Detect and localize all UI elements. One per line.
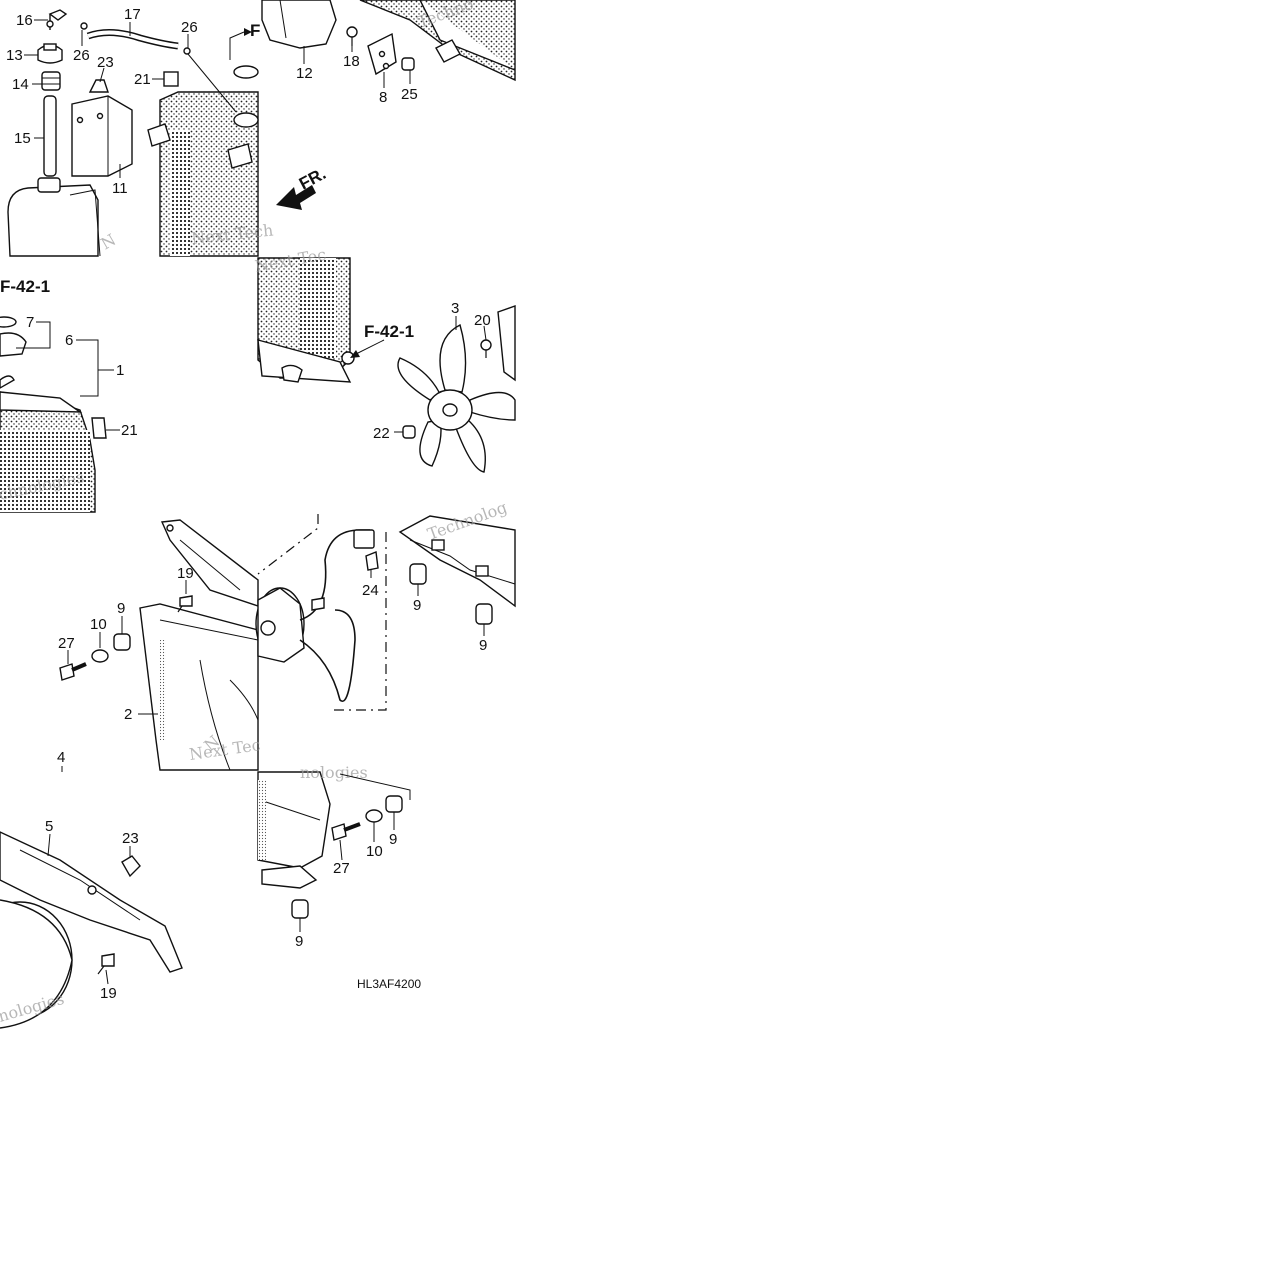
callout-17: 17 — [124, 6, 141, 23]
callout-19: 19 — [100, 985, 117, 1002]
callout-9: 9 — [389, 831, 397, 848]
reference-label: F-42-1 — [364, 322, 414, 341]
callout-16: 16 — [16, 12, 33, 29]
callout-20: 20 — [474, 312, 491, 329]
watermark: nologies — [300, 763, 368, 782]
callout-21: 21 — [121, 422, 138, 439]
callout-19: 19 — [177, 565, 194, 582]
callout-5: 5 — [45, 818, 53, 835]
callout-23: 23 — [122, 830, 139, 847]
callout-27: 27 — [58, 635, 75, 652]
callout-10: 10 — [366, 843, 383, 860]
callout-4: 4 — [57, 749, 65, 766]
callout-9: 9 — [117, 600, 125, 617]
callout-11: 11 — [112, 180, 128, 197]
tile-motor: Technolog — [255, 497, 516, 711]
callout-12: 12 — [296, 65, 313, 82]
watermark: N — [98, 230, 120, 253]
callout-21: 21 — [134, 71, 151, 88]
callout-3: 3 — [451, 300, 459, 317]
callout-9: 9 — [479, 637, 487, 654]
callout-2: 2 — [124, 706, 132, 723]
callouts: 16 17 26 26 13 23 21 14 15 11 12 18 8 25… — [6, 6, 491, 1002]
callout-10: 10 — [90, 616, 107, 633]
callout-23: 23 — [97, 54, 114, 71]
callout-7: 7 — [26, 314, 34, 331]
callout-22: 22 — [373, 425, 390, 442]
callout-9: 9 — [295, 933, 303, 950]
callout-18: 18 — [343, 53, 360, 70]
callout-24: 24 — [362, 582, 379, 599]
callout-8: 8 — [379, 89, 387, 106]
tile-bottom-center: nologies HL3AF4200 — [257, 763, 421, 991]
fan-blade — [397, 323, 516, 473]
reference-label: F — [250, 21, 260, 40]
diagram-code: HL3AF4200 — [357, 977, 421, 991]
callout-15: 15 — [14, 130, 31, 147]
tile-middle-left: F-42-1 chnologies — [0, 277, 107, 513]
reference-label: F-42-1 — [0, 277, 50, 296]
leader-lines — [16, 19, 487, 985]
callout-25: 25 — [401, 86, 418, 103]
direction-label: FR. — [296, 164, 329, 194]
tile-lower-left: Next Tec N — [59, 519, 262, 771]
tile-top-left: Next Tech N F — [7, 9, 274, 257]
tile-center: Next Tec F-42-1 — [253, 245, 516, 473]
callout-13: 13 — [6, 47, 23, 64]
callout-26: 26 — [73, 47, 90, 64]
callout-1: 1 — [116, 362, 124, 379]
callout-14: 14 — [12, 76, 29, 93]
callout-6: 6 — [65, 332, 73, 349]
tile-top-middle: Techno FR. — [261, 0, 516, 210]
tile-bottom-left: nologies — [0, 831, 183, 1029]
callout-26: 26 — [181, 19, 198, 36]
callout-27: 27 — [333, 860, 350, 877]
callout-9: 9 — [413, 597, 421, 614]
